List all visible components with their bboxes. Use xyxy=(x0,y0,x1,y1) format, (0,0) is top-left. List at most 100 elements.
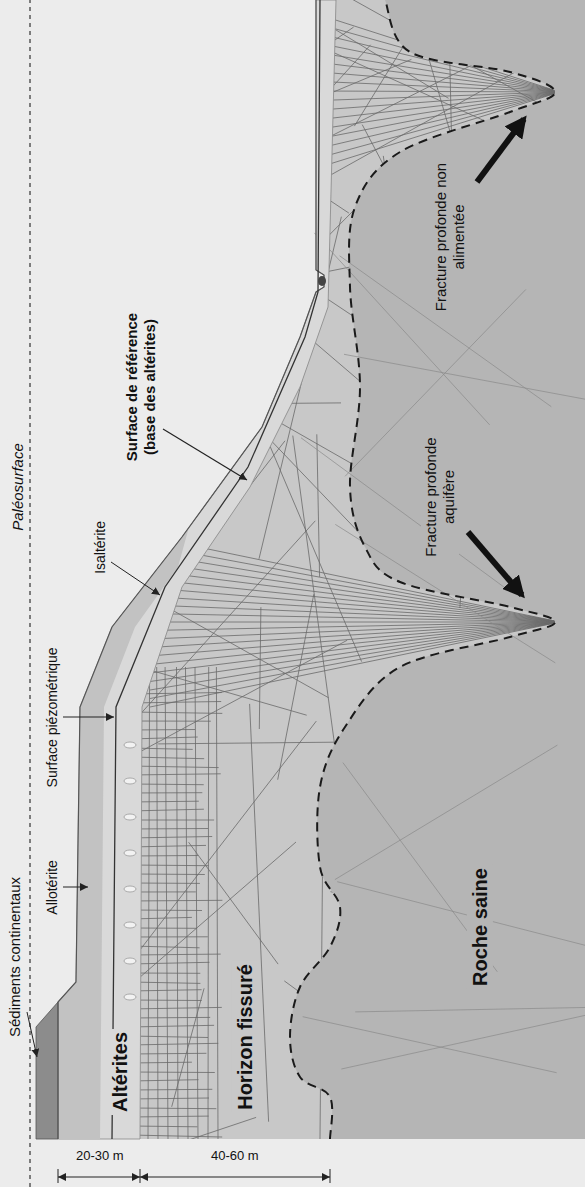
layer-label: Allotérite xyxy=(43,857,62,917)
fracture-line xyxy=(150,537,560,622)
sound-rock xyxy=(58,0,585,1139)
fracture-line xyxy=(150,622,560,682)
bold-arrow xyxy=(468,532,522,595)
fracture-line xyxy=(297,816,475,1002)
fracture-line xyxy=(150,622,560,631)
fracture-line xyxy=(130,766,219,768)
fracture-line xyxy=(320,34,560,92)
fracture-line xyxy=(130,936,208,937)
leader-line xyxy=(27,1012,37,1057)
fracture-line xyxy=(130,1017,210,1019)
fracture-line xyxy=(150,546,560,623)
river-symbol xyxy=(318,276,326,286)
fracture-line xyxy=(130,1036,208,1038)
zone-label: Horizon fissuré xyxy=(232,961,258,1113)
bold-arrow xyxy=(477,119,524,182)
fracture-line xyxy=(8,640,347,822)
fracture-line xyxy=(130,1098,209,1099)
fracture-line xyxy=(354,0,435,126)
fracture-line xyxy=(331,892,585,958)
fracture-line xyxy=(150,605,560,622)
fracture-line xyxy=(189,842,279,964)
continental-sediments xyxy=(36,1002,58,1139)
surface-label: Surface piézométrique xyxy=(43,644,62,790)
fracture-line xyxy=(130,1043,218,1045)
fracture-line xyxy=(57,0,261,157)
leader-line xyxy=(163,429,247,480)
fracture-line xyxy=(320,92,560,120)
ground-surface xyxy=(58,0,324,1139)
fracture-line xyxy=(341,1013,585,1069)
fracture-line xyxy=(320,92,560,139)
fracture-line xyxy=(216,667,218,1139)
fracture-line xyxy=(174,222,362,383)
fracture-line xyxy=(369,928,412,1052)
fracture-line xyxy=(130,962,210,964)
fracture-line xyxy=(130,1108,216,1110)
nodule xyxy=(124,778,136,784)
nodule xyxy=(124,742,136,748)
fracture-line xyxy=(320,92,560,167)
fracture-line xyxy=(344,354,585,402)
dimension-bar xyxy=(140,1177,330,1178)
fracture-line xyxy=(130,954,221,956)
fracture-line xyxy=(157,667,158,1139)
leader-line xyxy=(63,717,114,718)
fracture-line xyxy=(317,434,320,577)
fracture-line xyxy=(28,27,354,252)
fracture-line xyxy=(208,667,210,1139)
nodule xyxy=(124,886,136,892)
fracture-line xyxy=(320,53,560,92)
layer-label: Isaltérite xyxy=(91,517,110,576)
fracture-line xyxy=(320,15,560,92)
dimension-bar xyxy=(58,1177,140,1178)
nodule xyxy=(124,814,136,820)
fracture-label: Fracture profonde aquifère xyxy=(421,429,459,565)
fracture-label: Fracture profonde non alimentée xyxy=(431,159,469,315)
nodule xyxy=(124,850,136,856)
fracture-network xyxy=(8,0,585,1187)
dimension-label: 20-30 m xyxy=(73,1147,127,1165)
fracture-line xyxy=(150,622,560,673)
fracture-line xyxy=(362,125,557,493)
fracture-line xyxy=(177,667,179,1139)
fissured-horizon xyxy=(140,0,555,1139)
dimension-label: 40-60 m xyxy=(208,1147,262,1165)
dimension-tick xyxy=(58,1169,59,1183)
deep-fractures xyxy=(301,233,585,1073)
fracture-line xyxy=(140,721,317,950)
leader-line xyxy=(63,887,88,888)
fracture-line xyxy=(320,25,560,93)
zone-label: Altérites xyxy=(107,1029,133,1115)
fracture-line xyxy=(172,988,204,1107)
fracture-line xyxy=(355,1007,585,1012)
fracture-line xyxy=(150,580,560,623)
fracture-line xyxy=(150,622,560,648)
fracture-line xyxy=(320,92,560,158)
fracture-line xyxy=(150,588,560,622)
fracture-line xyxy=(130,774,221,775)
fracture-line xyxy=(148,667,150,1139)
fracture-line xyxy=(130,1053,206,1055)
fracture-line xyxy=(130,1072,215,1074)
isalterite-layer xyxy=(58,0,336,1139)
fracture-line xyxy=(268,416,537,570)
water-table xyxy=(112,0,320,1139)
surface-label: Surface de référence (base des altérites… xyxy=(121,297,159,478)
fracture-line xyxy=(147,0,448,98)
nodule xyxy=(124,958,136,964)
fracture-line xyxy=(399,43,582,396)
fracture-line xyxy=(150,622,560,623)
fracture-line xyxy=(130,837,212,839)
fracture-line xyxy=(195,667,198,1139)
zone-label: Roche saine xyxy=(467,865,493,989)
fracture-line xyxy=(130,1089,212,1091)
fracture-line xyxy=(186,667,189,1139)
fracture-line xyxy=(233,216,585,290)
fracture-line xyxy=(130,865,209,867)
fracture-line xyxy=(337,882,585,947)
fracture-line xyxy=(130,1025,214,1027)
layer-label: Sédiments continentaux xyxy=(5,874,25,1040)
